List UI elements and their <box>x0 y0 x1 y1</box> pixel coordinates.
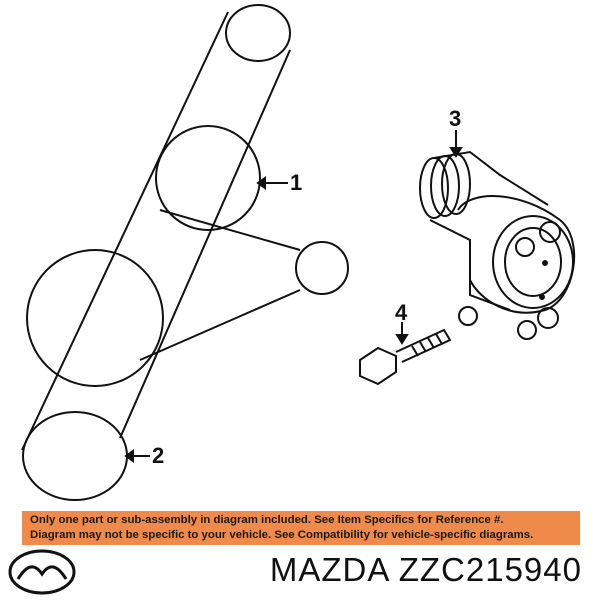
arrow-item-2 <box>124 449 150 463</box>
callout-1: 1 <box>290 170 302 195</box>
arrow-item-3 <box>449 130 463 158</box>
top-pulley <box>225 4 291 62</box>
mazda-logo-icon <box>8 549 76 595</box>
idler-pulley-item-1 <box>155 125 261 231</box>
small-pulley <box>295 241 349 295</box>
belt-tensioner-assembly <box>419 150 576 340</box>
callout-2: 2 <box>152 443 164 468</box>
drive-belt <box>21 11 301 451</box>
disclaimer-banner: Only one part or sub-assembly in diagram… <box>22 511 580 545</box>
part-title: MAZDA ZZC215940 <box>269 551 582 588</box>
callout-4: 4 <box>395 300 408 325</box>
parts-diagram: 1 2 3 4 <box>21 4 576 501</box>
disclaimer-line-1: Only one part or sub-assembly in diagram… <box>30 514 504 526</box>
crank-pulley <box>26 249 164 387</box>
bolt-item-4 <box>359 328 452 386</box>
disclaimer-line-2: Diagram may not be specific to your vehi… <box>30 529 534 541</box>
callout-3: 3 <box>449 106 461 131</box>
arrow-item-1 <box>256 176 288 190</box>
arrow-item-4 <box>395 322 409 345</box>
pulley-item-2 <box>22 411 128 501</box>
